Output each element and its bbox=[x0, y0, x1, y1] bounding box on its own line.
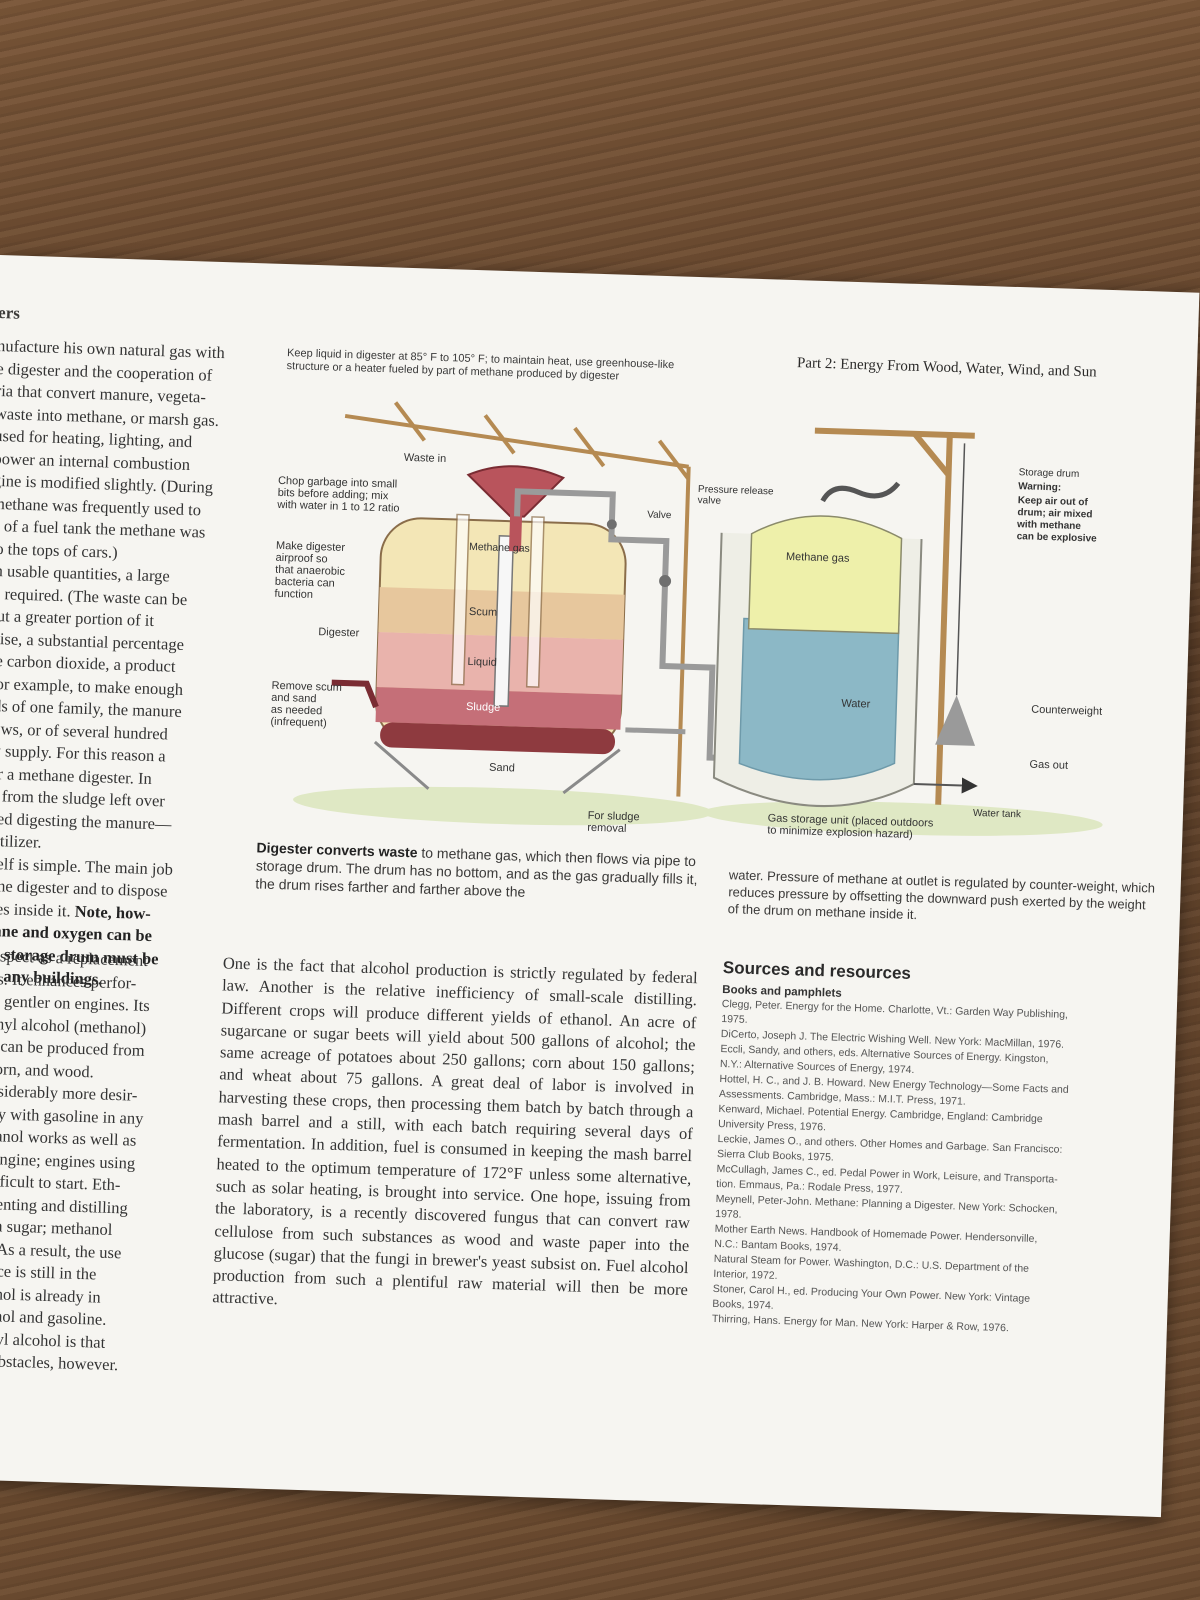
methane-digester-diagram: Keep liquid in digester at 85° F to 105°… bbox=[270, 347, 1103, 841]
scum-removal-handle bbox=[331, 679, 379, 709]
water-tank-label: Water tank bbox=[973, 808, 1022, 821]
pressure-release-line-1: Pressure release bbox=[698, 484, 774, 497]
remove-scum-line-2: and sand bbox=[271, 692, 317, 705]
warning-line-1: Keep air out of bbox=[1018, 495, 1089, 508]
water-tank bbox=[712, 515, 923, 808]
scum-label: Scum bbox=[469, 606, 497, 619]
sand-layer bbox=[380, 722, 616, 755]
sludge-removal-line-1: For sludge bbox=[587, 810, 639, 824]
bold-text: Note, how- bbox=[74, 901, 152, 923]
greenhouse-frame bbox=[344, 401, 691, 797]
left-column-text: nufacture his own natural gas with e dig… bbox=[0, 335, 267, 996]
remove-scum-line-3: as needed bbox=[271, 704, 323, 718]
remove-scum-label: Remove scum and sand as needed (infreque… bbox=[270, 680, 345, 730]
pressure-release-valve-icon bbox=[659, 575, 672, 588]
liquid-label: Liquid bbox=[467, 656, 497, 669]
chop-garbage-label: Chop garbage into small bits before addi… bbox=[276, 475, 400, 515]
make-airproof-label: Make digester airproof so that anaerobic… bbox=[274, 540, 349, 602]
storage-drum-label: Storage drum bbox=[1018, 467, 1079, 480]
airproof-line-2: airproof so bbox=[275, 552, 327, 566]
ground-patch bbox=[293, 786, 713, 826]
warning-text: Keep air out of drum; air mixed with met… bbox=[1015, 495, 1098, 545]
counterweight-rope bbox=[955, 443, 966, 696]
warning-line-4: can be explosive bbox=[1016, 531, 1097, 545]
pressure-release-valve-label: Pressure release valve bbox=[697, 484, 776, 508]
digester-tank bbox=[375, 513, 627, 755]
digester-methane-label: Methane gas bbox=[469, 541, 530, 555]
airproof-line-1: Make digester bbox=[276, 540, 346, 554]
gas-out-arrow bbox=[913, 777, 978, 794]
water-body bbox=[738, 617, 900, 781]
digester-stand bbox=[373, 740, 621, 795]
ground-patch bbox=[702, 801, 1103, 836]
gas-out-label: Gas out bbox=[1029, 759, 1068, 772]
sources-section: Sources and resources Books and pamphlet… bbox=[712, 958, 1163, 1342]
digester-label: Digester bbox=[318, 626, 360, 639]
text-fragment: lates inside it. bbox=[0, 898, 71, 921]
sludge-layer bbox=[375, 687, 622, 730]
sludge-pipe bbox=[625, 727, 686, 735]
flexible-hose bbox=[820, 481, 901, 503]
top-note: Keep liquid in digester at 85° F to 105°… bbox=[286, 347, 677, 384]
gas-storage-line-1: Gas storage unit (placed outdoors bbox=[767, 812, 934, 829]
airproof-line-3: that anaerobic bbox=[275, 564, 346, 578]
waste-in-label: Waste in bbox=[404, 452, 447, 465]
counterweight-icon bbox=[935, 695, 976, 746]
gas-storage-unit-label: Gas storage unit (placed outdoors to min… bbox=[767, 812, 936, 841]
warning-line-3: with methane bbox=[1016, 519, 1082, 532]
chop-garbage-line-2: bits before adding; mix bbox=[277, 487, 388, 502]
airproof-line-4: bacteria can bbox=[275, 576, 335, 590]
remove-scum-line-1: Remove scum bbox=[271, 680, 342, 694]
water-label: Water bbox=[841, 698, 871, 711]
section-heading-fragment: ers bbox=[0, 302, 21, 323]
airproof-line-5: function bbox=[274, 588, 313, 601]
sand-label: Sand bbox=[489, 762, 515, 775]
chop-garbage-line-3: with water in 1 to 12 ratio bbox=[276, 499, 400, 515]
chop-garbage-line-1: Chop garbage into small bbox=[278, 475, 398, 491]
diagram-caption-right: water. Pressure of methane at outlet is … bbox=[727, 867, 1156, 923]
drum-methane-label: Methane gas bbox=[786, 551, 850, 565]
funnel-pipe bbox=[508, 511, 523, 552]
sludge-removal-label: For sludge removal bbox=[587, 810, 643, 836]
valve-icon bbox=[606, 519, 617, 530]
sludge-label: Sludge bbox=[466, 701, 501, 714]
sludge-removal-line-2: removal bbox=[587, 822, 626, 835]
valve-label: Valve bbox=[647, 509, 672, 521]
storage-drum bbox=[747, 515, 903, 635]
warning-label: Warning: bbox=[1018, 481, 1061, 493]
bold-text: thane and oxygen can be bbox=[0, 920, 153, 946]
gas-storage-line-2: to minimize explosion hazard) bbox=[767, 824, 913, 841]
body-text-alcohol: One is the fact that alcohol production … bbox=[212, 953, 698, 1309]
pressure-release-line-2: valve bbox=[697, 495, 721, 507]
counterweight-label: Counterweight bbox=[1031, 704, 1102, 718]
diagram-caption-left: Digester converts waste to methane gas, … bbox=[255, 838, 711, 906]
bottom-left-column: prospect as a replacement cars. It enhan… bbox=[0, 945, 213, 1380]
book-page: ers Part 2: Energy From Wood, Water, Win… bbox=[0, 255, 1200, 1518]
warning-line-2: drum; air mixed bbox=[1017, 507, 1092, 520]
remove-scum-line-4: (infrequent) bbox=[270, 716, 327, 730]
